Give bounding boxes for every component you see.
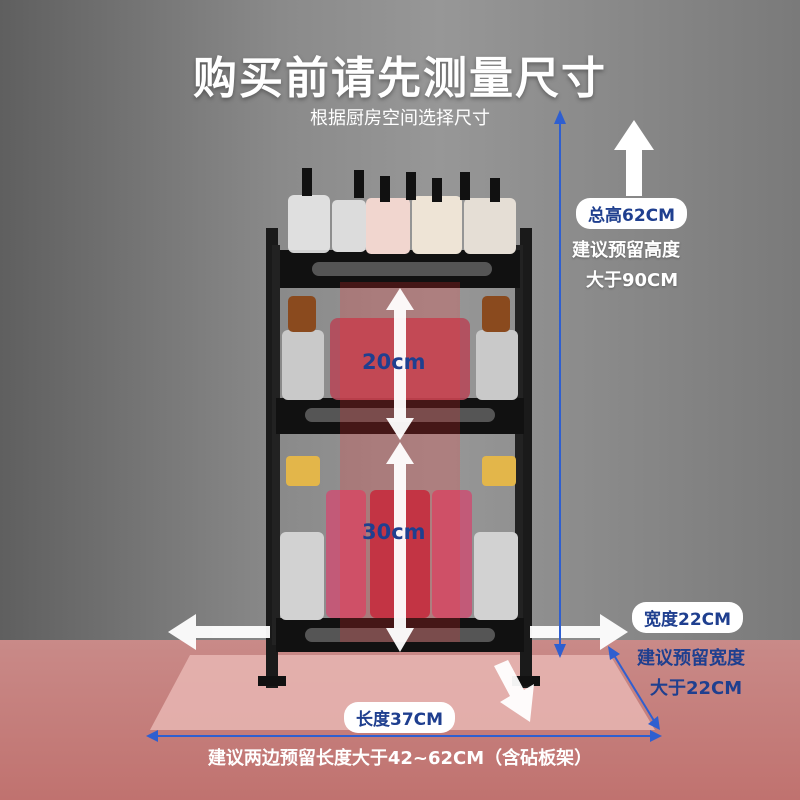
length-left-arrow	[168, 614, 270, 650]
height-dimension-line	[554, 110, 566, 658]
rack-frame	[258, 228, 540, 688]
length-right-arrow	[530, 614, 628, 650]
height-advice-line1: 建议预留高度	[572, 240, 680, 261]
width-dimension-line	[608, 646, 660, 730]
height-pill: 总高62CM	[576, 198, 688, 229]
height-up-arrow	[614, 120, 654, 196]
upper-gap-label: 20cm	[362, 350, 426, 374]
length-dimension-line	[146, 730, 662, 742]
width-diagonal-arrow	[494, 660, 534, 722]
width-advice-line2: 大于22CM	[650, 678, 743, 699]
top-tier-jars	[288, 168, 516, 254]
width-advice-line1: 建议预留宽度	[637, 648, 745, 669]
lower-gap-label: 30cm	[362, 520, 426, 544]
top-shelf	[280, 250, 520, 288]
height-advice-line2: 大于90CM	[586, 270, 679, 291]
length-pill: 长度37CM	[344, 702, 456, 733]
inner-gap-arrow-lower	[386, 442, 414, 652]
page-subtitle: 根据厨房空间选择尺寸	[310, 108, 490, 129]
width-pill: 宽度22CM	[632, 602, 744, 633]
inner-gap-arrow-upper	[386, 288, 414, 440]
length-advice: 建议两边预留长度大于42~62CM（含砧板架）	[207, 748, 593, 769]
page-title: 购买前请先测量尺寸	[193, 53, 607, 104]
